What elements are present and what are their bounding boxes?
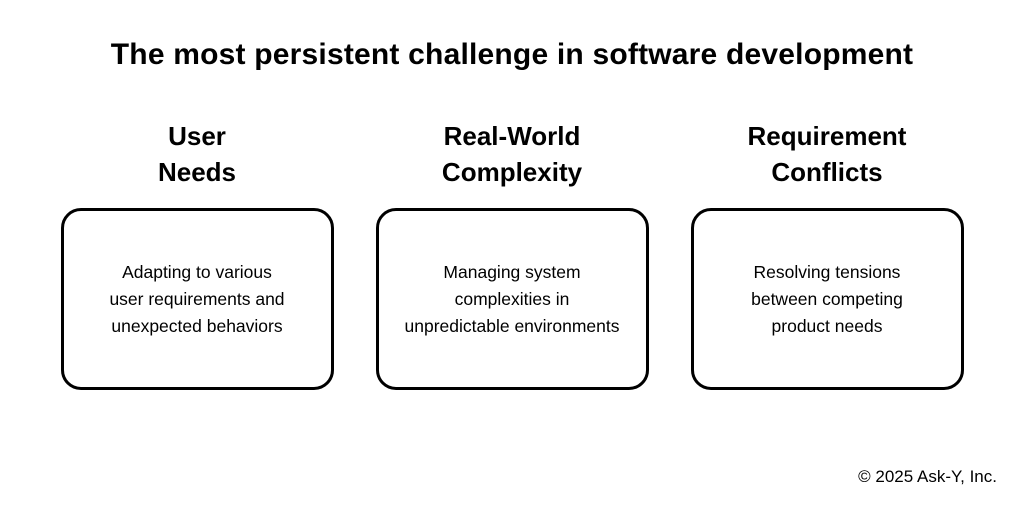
column-real-world-complexity: Real-World Complexity Managing system co…: [375, 118, 649, 390]
page-title: The most persistent challenge in softwar…: [110, 38, 914, 71]
box-real-world-complexity: Managing system complexities in unpredic…: [375, 208, 649, 390]
column-user-needs: User Needs Adapting to various user requ…: [60, 118, 334, 390]
column-requirement-conflicts: Requirement Conflicts Resolving tensions…: [690, 118, 964, 390]
column-heading-requirement-conflicts: Requirement Conflicts: [747, 121, 907, 187]
box-user-needs: Adapting to various user requirements an…: [60, 208, 334, 390]
box-requirement-conflicts: Resolving tensions between competing pro…: [690, 208, 964, 390]
columns-row: User Needs Adapting to various user requ…: [0, 118, 1024, 390]
box-text-requirement-conflicts: Resolving tensions between competing pro…: [751, 261, 903, 336]
column-heading-real-world-complexity: Real-World Complexity: [441, 121, 583, 187]
box-text-user-needs: Adapting to various user requirements an…: [109, 261, 285, 336]
copyright-notice: © 2025 Ask-Y, Inc.: [858, 467, 997, 486]
box-text-real-world-complexity: Managing system complexities in unpredic…: [404, 261, 620, 336]
column-heading-user-needs: User Needs: [157, 121, 237, 187]
